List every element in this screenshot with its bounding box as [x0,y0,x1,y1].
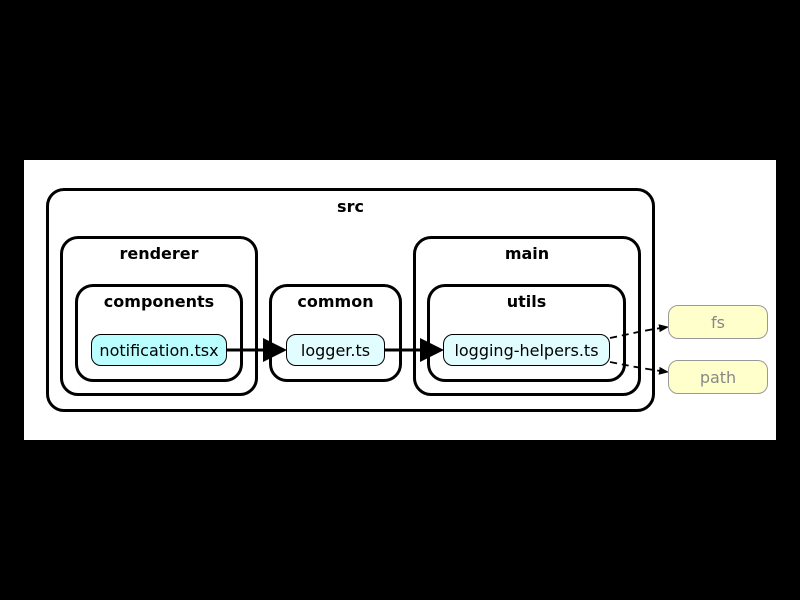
cluster-utils-label: utils [506,292,547,311]
cluster-common-label: common [297,292,374,311]
node-logging-helpers-ts-label: logging-helpers.ts [454,340,599,360]
node-path[interactable]: path [668,360,768,394]
node-path-label: path [699,367,737,387]
node-logging-helpers-ts[interactable]: logging-helpers.ts [443,334,610,366]
cluster-common: common [269,284,402,382]
cluster-src-label: src [337,197,364,216]
edge-logging-helpers-to-path [609,361,669,375]
node-logger-ts-label: logger.ts [300,340,371,360]
node-notification-tsx[interactable]: notification.tsx [91,334,227,366]
cluster-src: src [46,188,655,412]
node-notification-tsx-label: notification.tsx [99,340,219,360]
cluster-components-label: components [103,292,215,311]
cluster-main: main [413,236,641,396]
cluster-renderer-label: renderer [119,244,199,263]
edge-logging-helpers-to-fs [609,324,669,339]
node-fs-label: fs [711,312,725,332]
node-fs[interactable]: fs [668,305,768,339]
cluster-main-label: main [504,244,550,263]
cluster-utils: utils [427,284,626,382]
node-logger-ts[interactable]: logger.ts [286,334,385,366]
cluster-components: components [75,284,243,382]
cluster-renderer: renderer [60,236,258,396]
